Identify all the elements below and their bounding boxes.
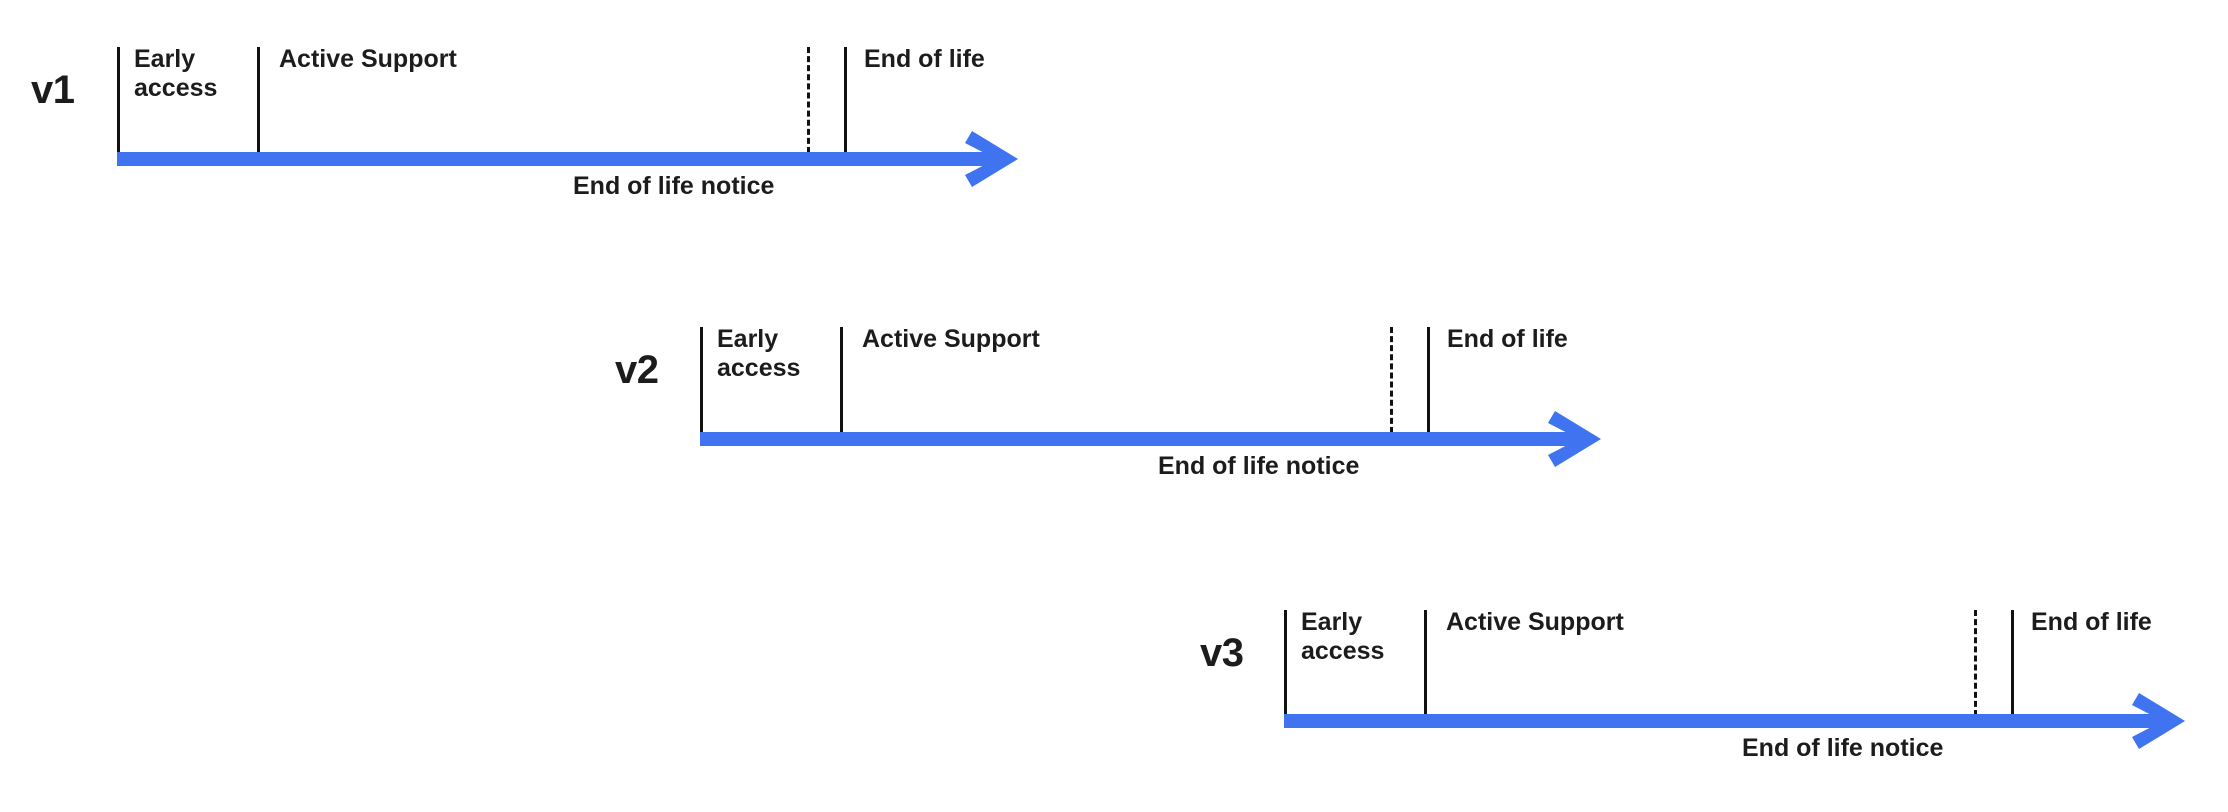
tick-active-support-start-v1 [257,47,260,153]
timeline-axis-v1 [117,152,997,166]
phase-label-early-access-v2: Early access [717,325,801,382]
tick-end-of-life-start-v3 [2011,610,2014,716]
tick-end-of-life-notice-v2 [1390,327,1393,433]
arrow-right-icon-v2 [1546,408,1608,470]
phase-label-active-support-v2: Active Support [862,325,1040,353]
version-label-v3: v3 [1200,631,1244,675]
phase-label-end-of-life-v1: End of life [864,45,985,73]
phase-label-early-access-v3: Early access [1301,608,1385,665]
tick-end-of-life-notice-v3 [1974,610,1977,716]
tick-end-of-life-notice-v1 [807,47,810,153]
tick-active-support-start-v2 [840,327,843,433]
phase-label-end-of-life-v2: End of life [1447,325,1568,353]
timeline-axis-v3 [1284,714,2164,728]
phase-label-active-support-v3: Active Support [1446,608,1624,636]
version-label-v1: v1 [31,68,75,112]
tick-early-access-start-v3 [1284,610,1287,716]
tick-end-of-life-start-v1 [844,47,847,153]
notice-label-v2: End of life notice [1158,452,1360,480]
notice-label-v3: End of life notice [1742,734,1944,762]
arrow-right-icon-v1 [963,128,1025,190]
timeline-axis-v2 [700,432,1580,446]
arrow-right-icon-v3 [2130,690,2192,752]
phase-label-active-support-v1: Active Support [279,45,457,73]
phase-label-early-access-v1: Early access [134,45,218,102]
tick-active-support-start-v3 [1424,610,1427,716]
phase-label-end-of-life-v3: End of life [2031,608,2152,636]
tick-early-access-start-v2 [700,327,703,433]
tick-end-of-life-start-v2 [1427,327,1430,433]
notice-label-v1: End of life notice [573,172,775,200]
version-label-v2: v2 [615,348,659,392]
tick-early-access-start-v1 [117,47,120,153]
